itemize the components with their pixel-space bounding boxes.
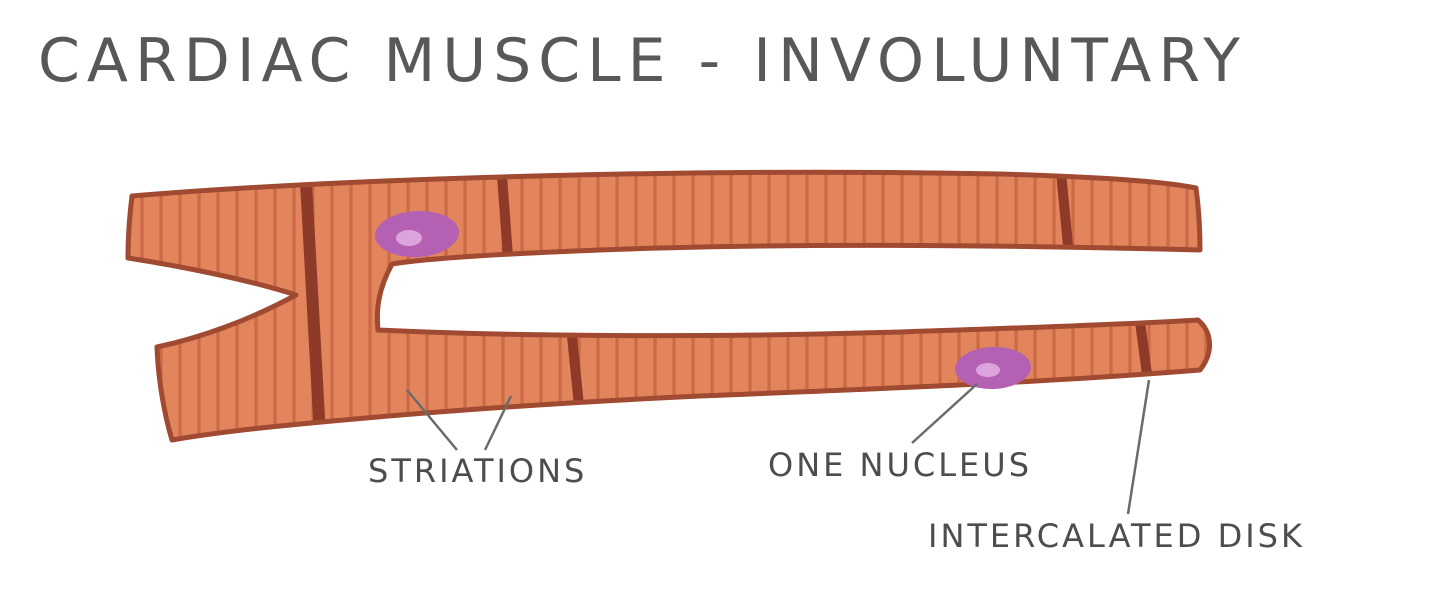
nucleus-upper <box>375 210 459 258</box>
intercalated-disk-label: INTERCALATED DISK <box>928 517 1305 555</box>
intercalated-disk-band <box>1056 172 1074 257</box>
one-nucleus-pointer-line <box>911 383 978 444</box>
striations-pointer-line-right <box>483 395 513 451</box>
nucleus-upper-nucleolus <box>396 230 422 246</box>
intercalated-disk-band <box>300 181 326 437</box>
striations-label: STRIATIONS <box>368 452 588 490</box>
intercalated-disk-pointer-line <box>1126 379 1151 515</box>
one-nucleus-label: ONE NUCLEUS <box>768 446 1032 484</box>
diagram-title: CARDIAC MUSCLE - INVOLUNTARY <box>38 26 1247 96</box>
pointer-lines <box>406 379 1151 515</box>
nucleus-lower-nucleolus <box>976 363 1000 377</box>
nucleus-lower <box>955 346 1031 390</box>
intercalated-disk-band <box>566 325 584 407</box>
striations-pointer-line-left <box>406 389 458 451</box>
muscle-fiber-outline <box>125 169 1212 443</box>
